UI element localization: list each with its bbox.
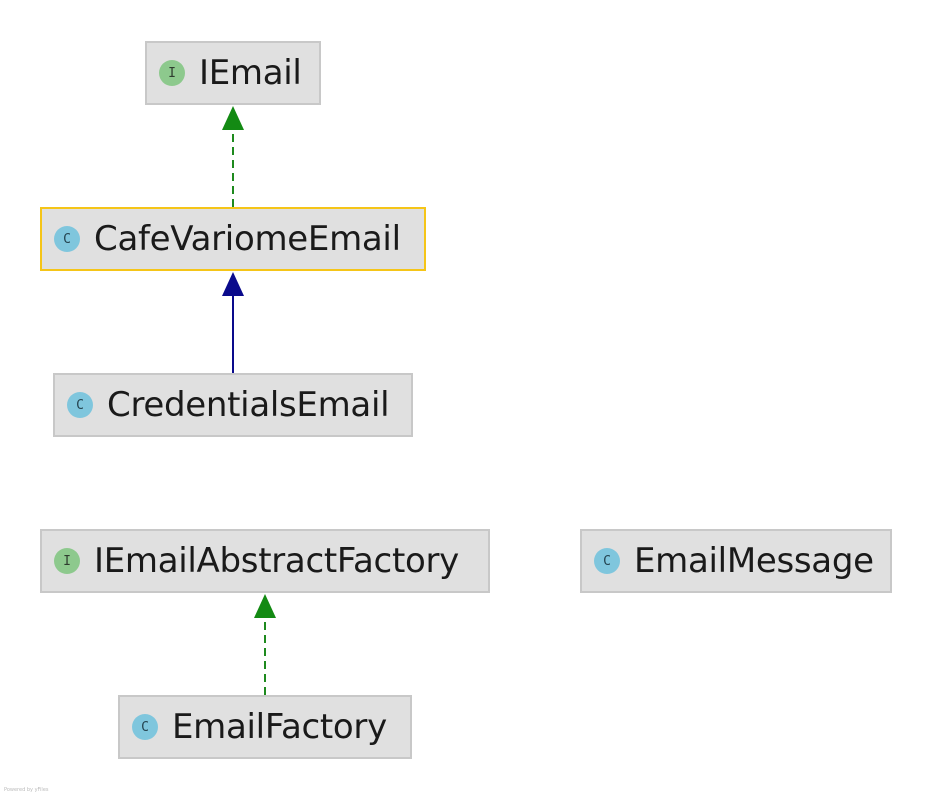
interface-icon: I	[54, 548, 80, 574]
node-cafevariomeemail[interactable]: C CafeVariomeEmail	[40, 207, 426, 271]
node-iemail[interactable]: I IEmail	[145, 41, 321, 105]
class-icon: C	[67, 392, 93, 418]
node-credentialsemail[interactable]: C CredentialsEmail	[53, 373, 413, 437]
watermark: Powered by yFiles	[4, 787, 49, 793]
node-label: EmailMessage	[634, 541, 874, 581]
node-label: EmailFactory	[172, 707, 387, 747]
arrowhead-icon	[222, 272, 244, 296]
node-emailmessage[interactable]: C EmailMessage	[580, 529, 892, 593]
arrowhead-icon	[222, 106, 244, 130]
arrowhead-icon	[254, 594, 276, 618]
node-label: IEmailAbstractFactory	[94, 541, 459, 581]
node-label: CredentialsEmail	[107, 385, 390, 425]
node-label: CafeVariomeEmail	[94, 219, 401, 259]
node-iemailabstractfactory[interactable]: I IEmailAbstractFactory	[40, 529, 490, 593]
edge-emailfactory-implements-iemailabstractfactory[interactable]	[254, 594, 276, 695]
interface-icon: I	[159, 60, 185, 86]
class-icon: C	[54, 226, 80, 252]
node-label: IEmail	[199, 53, 302, 93]
node-emailfactory[interactable]: C EmailFactory	[118, 695, 412, 759]
edge-credentialsemail-extends-cafevariomeemail[interactable]	[222, 272, 244, 373]
class-icon: C	[132, 714, 158, 740]
edge-cafevariomeemail-implements-iemail[interactable]	[222, 106, 244, 207]
class-icon: C	[594, 548, 620, 574]
